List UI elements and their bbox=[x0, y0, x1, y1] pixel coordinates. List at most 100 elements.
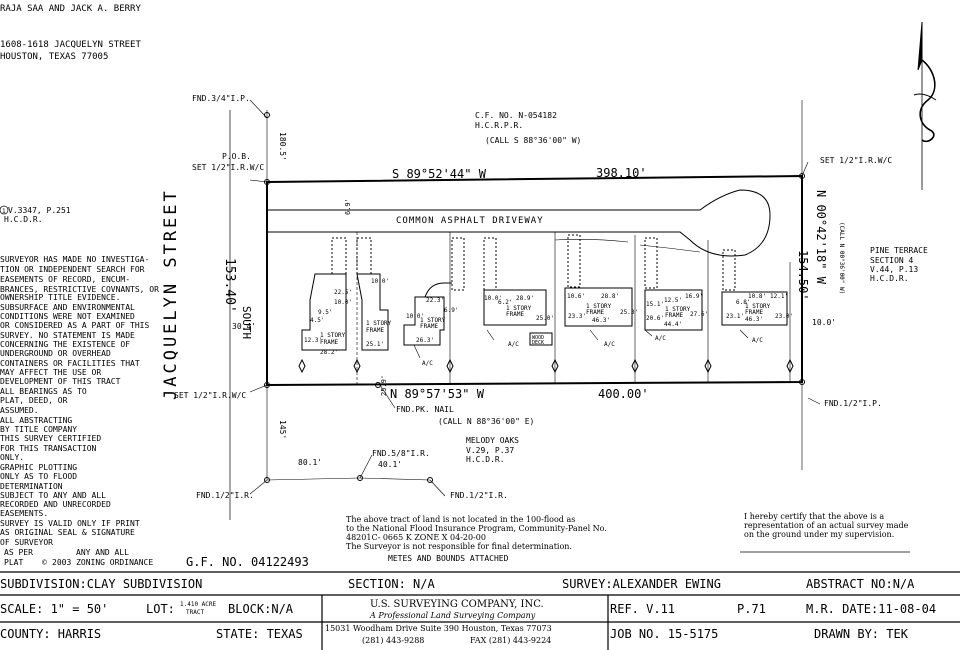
svg-text:(CALL S 88°36'00" W): (CALL S 88°36'00" W) bbox=[485, 136, 581, 145]
svg-text:MELODY OAKS: MELODY OAKS bbox=[466, 436, 519, 445]
svg-text:FND.1/2"I.R.: FND.1/2"I.R. bbox=[450, 491, 508, 500]
svg-text:CONDITIONS WERE NOT EXAMINED: CONDITIONS WERE NOT EXAMINED bbox=[0, 312, 135, 321]
owner-line-3: HOUSTON, TEXAS 77005 bbox=[0, 52, 108, 62]
gf-number: G.F. NO. 04122493 bbox=[186, 555, 309, 569]
svg-text:10.8': 10.8' bbox=[748, 293, 766, 300]
svg-text:10.0': 10.0' bbox=[334, 299, 352, 306]
svg-text:48201C- 0665 K ZONE X: 48201C- 0665 K ZONE X 04-20-00 bbox=[346, 533, 486, 542]
svg-text:AS ORIGINAL SEAL & SIGNATURE: AS ORIGINAL SEAL & SIGNATURE bbox=[0, 528, 135, 537]
svg-text:A/C: A/C bbox=[508, 341, 519, 348]
svg-text:representation of an actual su: representation of an actual survey made bbox=[744, 521, 909, 530]
street-south: SOUTH bbox=[240, 306, 253, 339]
svg-text:80.1': 80.1' bbox=[298, 458, 322, 467]
company-name: U.S. SURVEYING COMPANY, INC. bbox=[370, 599, 544, 610]
svg-text:1: 1 bbox=[2, 208, 6, 215]
page-ref: P.71 bbox=[737, 602, 766, 616]
svg-text:TRACT: TRACT bbox=[186, 609, 204, 616]
svg-text:UNDERGROUND OR OVERHEAD: UNDERGROUND OR OVERHEAD bbox=[0, 349, 111, 358]
svg-text:on the ground under my supervi: on the ground under my supervision. bbox=[744, 530, 894, 539]
svg-text:23.0': 23.0' bbox=[775, 313, 793, 320]
svg-text:PLAT: PLAT bbox=[4, 558, 23, 567]
svg-text:22.5': 22.5' bbox=[334, 289, 352, 296]
svg-text:FRAME: FRAME bbox=[366, 327, 384, 334]
svg-text:FRAME: FRAME bbox=[420, 323, 438, 330]
pob: P.O.B. bbox=[222, 152, 251, 161]
section: SECTION: N/A bbox=[348, 577, 435, 591]
svg-text:4.5': 4.5' bbox=[310, 317, 324, 324]
svg-text:V.29, P.37: V.29, P.37 bbox=[466, 446, 514, 455]
building-labels: 9.5' 22.5' 1 STORY FRAME 28.2' 12.3' 10.… bbox=[304, 278, 793, 367]
svg-text:1 STORY: 1 STORY bbox=[586, 303, 612, 310]
svg-text:BRANCES, RESTRICTIVE COVNANTS,: BRANCES, RESTRICTIVE COVNANTS, OR bbox=[0, 285, 159, 294]
svg-text:FRAME: FRAME bbox=[506, 311, 524, 318]
svg-text:6.9': 6.9' bbox=[444, 307, 458, 314]
unit-7 bbox=[721, 249, 788, 326]
svg-text:DETERMINATION: DETERMINATION bbox=[0, 482, 63, 491]
svg-text:44.4': 44.4' bbox=[664, 321, 682, 328]
svg-text:9.5': 9.5' bbox=[318, 309, 332, 316]
svg-text:(CALL N 00°36'00" W): (CALL N 00°36'00" W) bbox=[838, 222, 845, 294]
state: STATE: TEXAS bbox=[216, 627, 303, 641]
svg-text:©: © bbox=[42, 558, 47, 567]
distance-right: 154.50' bbox=[796, 250, 810, 301]
svg-text:(CALL N 88°36'00" E): (CALL N 88°36'00" E) bbox=[438, 417, 534, 426]
svg-text:FND.1/2"I.R.: FND.1/2"I.R. bbox=[196, 491, 254, 500]
svg-text:FRAME: FRAME bbox=[586, 309, 604, 316]
bearing-bottom: N 89°57'53" W bbox=[390, 387, 485, 401]
svg-text:EASEMENTS.: EASEMENTS. bbox=[0, 509, 48, 518]
svg-text:RECORDED AND UNRECORDED: RECORDED AND UNRECORDED bbox=[0, 500, 111, 509]
scale: SCALE: 1" = 50' bbox=[0, 602, 108, 616]
unit-5 bbox=[564, 234, 633, 327]
svg-text:46.3': 46.3' bbox=[592, 317, 610, 324]
svg-text:1.410 ACRE: 1.410 ACRE bbox=[180, 601, 217, 608]
svg-text:to the National Flood Insuranc: to the National Flood Insurance Program,… bbox=[346, 524, 607, 533]
svg-text:SURVEY IS VALID ONLY IF PRINT: SURVEY IS VALID ONLY IF PRINT bbox=[0, 519, 140, 528]
svg-text:ASSUMED.: ASSUMED. bbox=[0, 406, 39, 415]
svg-text:27.6': 27.6' bbox=[690, 311, 708, 318]
svg-text:6.9': 6.9' bbox=[344, 198, 352, 215]
svg-text:15031 Woodham Drive Suite 390: 15031 Woodham Drive Suite 390 Houston, T… bbox=[325, 624, 552, 633]
subdivision: SUBDIVISION:CLAY SUBDIVISION bbox=[0, 577, 202, 591]
svg-text:SUBJECT TO ANY AND ALL: SUBJECT TO ANY AND ALL bbox=[0, 491, 106, 500]
svg-text:12.5': 12.5' bbox=[664, 297, 682, 304]
svg-text:30.4': 30.4' bbox=[232, 322, 256, 331]
svg-text:V.44, P.13: V.44, P.13 bbox=[870, 265, 918, 274]
svg-text:CONTAINERS OR FACILITIES THAT: CONTAINERS OR FACILITIES THAT bbox=[0, 359, 140, 368]
svg-text:H.C.D.R.: H.C.D.R. bbox=[870, 274, 909, 283]
owner-line-1: RAJA SAA AND JACK A. BERRY bbox=[0, 4, 141, 14]
certification: I hereby certify that the above is a rep… bbox=[744, 512, 909, 539]
job-no: JOB NO. 15-5175 bbox=[610, 627, 718, 641]
north-arrow-icon bbox=[913, 21, 937, 190]
svg-text:12.3': 12.3' bbox=[304, 337, 322, 344]
svg-text:10.0': 10.0' bbox=[484, 295, 502, 302]
svg-text:SET 1/2"I.R.W/C: SET 1/2"I.R.W/C bbox=[820, 156, 892, 165]
svg-text:A/C: A/C bbox=[655, 335, 666, 342]
survey-notes: V.3347, P.251 H.C.D.R. SURVEYOR HAS MADE… bbox=[0, 206, 159, 567]
svg-text:FRAME: FRAME bbox=[745, 309, 763, 316]
svg-text:28.8': 28.8' bbox=[601, 293, 619, 300]
svg-text:SUBSURFACE AND ENVIRONMENTAL: SUBSURFACE AND ENVIRONMENTAL bbox=[0, 303, 135, 312]
svg-text:H.C.D.R.: H.C.D.R. bbox=[466, 455, 505, 464]
svg-text:DEVELOPMENT OF THIS TRACT: DEVELOPMENT OF THIS TRACT bbox=[0, 377, 121, 386]
svg-text:ANY AND ALL: ANY AND ALL bbox=[76, 548, 129, 557]
svg-text:26.3': 26.3' bbox=[416, 337, 434, 344]
street-south-length: 153.40' bbox=[222, 258, 237, 313]
svg-text:GRAPHIC PLOTTING: GRAPHIC PLOTTING bbox=[0, 463, 77, 472]
svg-text:1 STORY: 1 STORY bbox=[366, 320, 392, 327]
svg-text:H.C.R.P.R.: H.C.R.P.R. bbox=[475, 121, 523, 130]
unit-4 bbox=[483, 237, 553, 346]
metes-bounds: METES AND BOUNDS ATTACHED bbox=[388, 554, 509, 563]
svg-text:OF SURVEYOR: OF SURVEYOR bbox=[0, 538, 53, 547]
ref: REF. V.11 bbox=[610, 602, 675, 616]
svg-text:15.1': 15.1' bbox=[646, 301, 664, 308]
svg-text:FRAME: FRAME bbox=[320, 339, 338, 346]
svg-text:AS PER: AS PER bbox=[4, 548, 33, 557]
unit-1 bbox=[301, 237, 347, 351]
svg-text:FND.1/2"I.P.: FND.1/2"I.P. bbox=[824, 399, 882, 408]
svg-text:CONCERNING THE EXISTENCE OF: CONCERNING THE EXISTENCE OF bbox=[0, 340, 130, 349]
svg-text:2003 ZONING ORDINANCE: 2003 ZONING ORDINANCE bbox=[52, 558, 153, 567]
svg-text:The above tract of land is not: The above tract of land is not located i… bbox=[346, 515, 575, 524]
svg-text:ALL ABSTRACTING: ALL ABSTRACTING bbox=[0, 416, 72, 425]
unit-6 bbox=[644, 237, 703, 331]
